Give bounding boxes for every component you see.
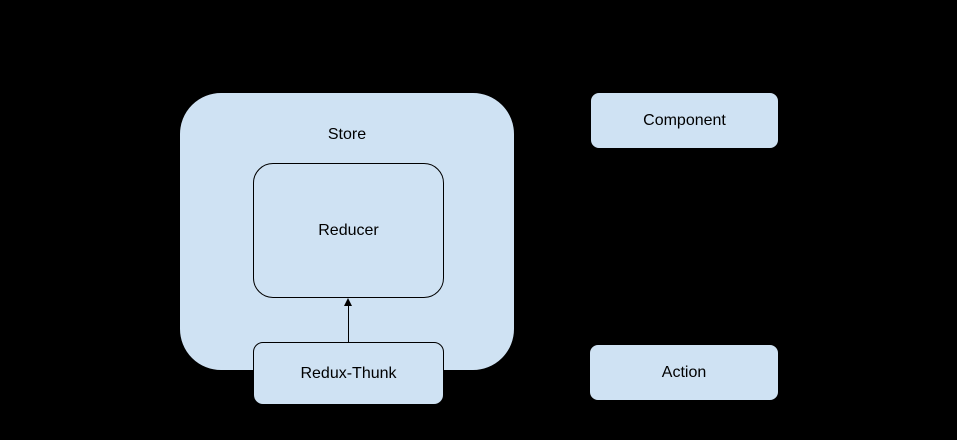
redux-thunk-node: Redux-Thunk (253, 342, 444, 405)
store-label: Store (327, 126, 367, 143)
redux-thunk-label: Redux-Thunk (300, 364, 397, 382)
component-label: Component (643, 111, 726, 129)
reducer-node: Reducer (253, 163, 444, 298)
action-label: Action (661, 363, 707, 381)
connector-redux-thunk-to-reducer (348, 303, 349, 343)
reducer-label: Reducer (318, 221, 379, 239)
action-node: Action (589, 344, 779, 401)
arrow-up-icon (344, 298, 352, 306)
component-node: Component (590, 92, 779, 149)
